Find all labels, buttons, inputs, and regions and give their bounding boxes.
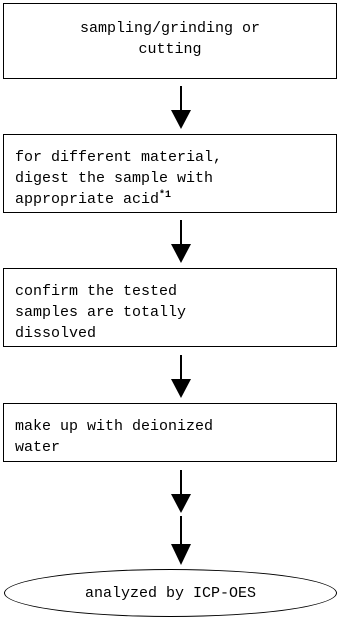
arrow-down-icon <box>170 470 192 514</box>
step-digest-line-1: for different material, <box>15 149 223 166</box>
step-makeup-line-2: water <box>15 439 61 456</box>
step-digest-line-2: digest the sample with <box>15 170 214 187</box>
arrow-down-icon <box>170 516 192 566</box>
step-sampling-line-1: sampling/grinding or <box>79 20 261 37</box>
step-confirm-line-1: confirm the tested <box>15 283 178 300</box>
step-sampling-box: sampling/grinding or cutting <box>3 3 337 79</box>
arrow-down-icon <box>170 86 192 130</box>
step-digest-box: for different material, digest the sampl… <box>3 134 337 213</box>
step-confirm-box: confirm the tested samples are totally d… <box>3 268 337 347</box>
terminal-label: analyzed by ICP-OES <box>84 584 257 602</box>
step-sampling-line-2: cutting <box>138 41 202 58</box>
step-makeup-box: make up with deionized water <box>3 403 337 462</box>
step-makeup-line-1: make up with deionized <box>15 418 214 435</box>
footnote-mark: *1 <box>159 190 172 201</box>
arrow-down-icon <box>170 355 192 399</box>
arrow-down-icon <box>170 220 192 264</box>
step-confirm-line-2: samples are totally <box>15 304 187 321</box>
terminal-analysis-oval: analyzed by ICP-OES <box>4 569 337 617</box>
step-confirm-line-3: dissolved <box>15 325 97 342</box>
step-digest-line-3: appropriate acid <box>15 191 160 208</box>
